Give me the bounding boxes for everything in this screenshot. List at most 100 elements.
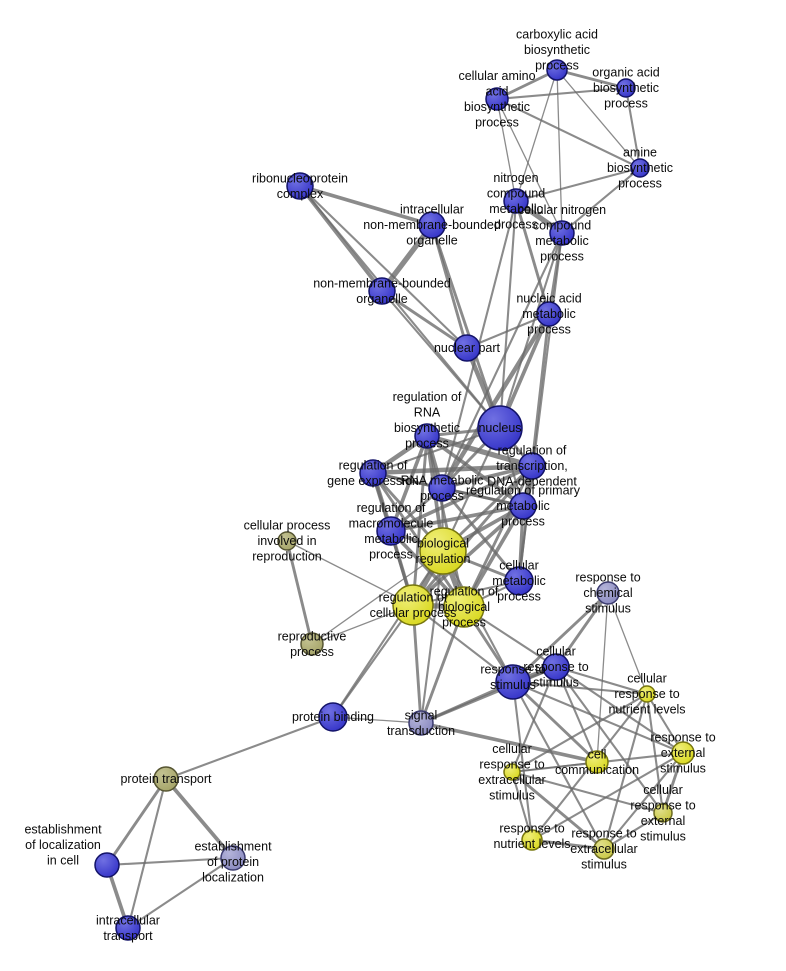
edge-cellular-response-to-extracellular-stimulus--cellular-response-to-external-stimulus <box>510 770 665 815</box>
node-regulation-of-gene-expression[interactable] <box>359 459 387 487</box>
node-regulation-of-biological-process[interactable] <box>443 586 485 628</box>
edge-regulation-of-rna-biosynthetic-process--regulation-of-cellular-process <box>411 434 429 607</box>
node-regulation-of-primary-metabolic-process[interactable] <box>509 492 537 520</box>
node-cellular-amino-acid-biosynthetic-process[interactable] <box>485 87 509 111</box>
edge-cellular-process-involved-in-reproduction--regulation-of-cellular-process <box>286 540 414 606</box>
edge-non-membrane-bounded-organelle--nuclear-part <box>380 289 469 350</box>
edge-regulation-of-transcription-dna-dependent--rna-metabolic-process <box>440 464 534 490</box>
node-nucleic-acid-metabolic-process[interactable] <box>536 301 562 327</box>
edge-cellular-response-to-nutrient-levels--response-to-extracellular-stimulus <box>602 692 649 851</box>
node-ribonucleoprotein-complex[interactable] <box>286 172 314 200</box>
edge-response-to-chemical-stimulus--cellular-response-to-nutrient-levels <box>607 592 648 695</box>
node-nitrogen-compound-metabolic-process[interactable] <box>503 188 529 214</box>
node-regulation-of-cellular-process[interactable] <box>392 584 434 626</box>
edge-protein-transport--intracellular-transport <box>126 777 168 930</box>
node-reproductive-process[interactable] <box>300 632 324 656</box>
edge-reproductive-process--biological-regulation <box>311 550 444 645</box>
node-rna-metabolic-process[interactable] <box>428 474 456 502</box>
edge-cellular-amino-acid-biosynthetic-process--nitrogen-compound-metabolic-process <box>496 98 517 202</box>
node-cellular-response-to-nutrient-levels[interactable] <box>638 685 656 703</box>
node-non-membrane-bounded-organelle[interactable] <box>368 277 396 305</box>
node-response-to-chemical-stimulus[interactable] <box>596 581 620 605</box>
node-regulation-of-rna-biosynthetic-process[interactable] <box>414 423 440 449</box>
label-protein-transport: protein transport <box>120 772 212 786</box>
nodes-layer <box>94 59 695 941</box>
edge-response-to-chemical-stimulus--response-to-stimulus <box>511 591 610 684</box>
label-nuclear-part: nuclear part <box>434 341 501 355</box>
edge-protein-binding--biological-regulation <box>331 549 445 719</box>
node-cellular-nitrogen-compound-metabolic-process[interactable] <box>549 220 575 246</box>
node-biological-regulation[interactable] <box>419 527 467 575</box>
node-response-to-extracellular-stimulus[interactable] <box>593 838 615 860</box>
edge-amine-biosynthetic-process--nitrogen-compound-metabolic-process <box>514 166 642 203</box>
node-carboxylic-acid-biosynthetic-process[interactable] <box>546 59 568 81</box>
edge-carboxylic-acid-biosynthetic-process--nitrogen-compound-metabolic-process <box>515 69 558 202</box>
node-nucleus[interactable] <box>477 405 523 451</box>
node-protein-binding[interactable] <box>318 702 348 732</box>
edge-response-to-stimulus--cell-communication <box>511 680 599 764</box>
label-nucleus: nucleus <box>478 421 521 435</box>
edge-regulation-of-transcription-dna-dependent--regulation-of-gene-expression <box>370 463 535 476</box>
edge-response-to-nutrient-levels--response-to-extracellular-stimulus <box>530 838 606 851</box>
node-intracellular-transport[interactable] <box>115 915 141 941</box>
node-response-to-stimulus[interactable] <box>495 664 531 700</box>
edge-establishment-of-localization-in-cell--establishment-of-protein-localization <box>105 856 235 867</box>
node-cellular-process-involved-in-reproduction[interactable] <box>277 531 297 551</box>
edge-protein-transport--establishment-of-protein-localization <box>164 777 235 860</box>
edge-regulation-of-primary-metabolic-process--regulation-of-macromolecule-metabolic-process <box>389 504 525 533</box>
node-establishment-of-protein-localization[interactable] <box>220 845 246 871</box>
node-cellular-metabolic-process[interactable] <box>504 566 534 596</box>
edge-protein-transport--establishment-of-localization-in-cell <box>105 777 168 867</box>
edge-cellular-response-to-stimulus--cell-communication <box>554 665 599 764</box>
edge-regulation-of-primary-metabolic-process--regulation-of-cellular-process <box>411 504 525 607</box>
edge-ribonucleoprotein-complex--nucleus <box>298 184 502 430</box>
edge-cellular-amino-acid-biosynthetic-process--cellular-nitrogen-compound-metabolic-process <box>496 98 563 234</box>
edge-cellular-response-to-stimulus--cellular-response-to-nutrient-levels <box>554 665 649 696</box>
edge-cellular-amino-acid-biosynthetic-process--amine-biosynthetic-process <box>495 97 642 170</box>
edge-carboxylic-acid-biosynthetic-process--amine-biosynthetic-process <box>556 69 641 169</box>
edge-regulation-of-rna-biosynthetic-process--regulation-of-macromolecule-metabolic-process <box>389 434 429 533</box>
edge-cellular-response-to-extracellular-stimulus--response-to-nutrient-levels <box>510 770 534 842</box>
edge-cellular-nitrogen-compound-metabolic-process--nucleus <box>498 231 564 430</box>
node-cellular-response-to-extracellular-stimulus[interactable] <box>503 763 521 781</box>
node-regulation-of-macromolecule-metabolic-process[interactable] <box>376 516 406 546</box>
edge-establishment-of-protein-localization--intracellular-transport <box>126 856 235 930</box>
node-organic-acid-biosynthetic-process[interactable] <box>616 78 636 98</box>
node-signal-transduction[interactable] <box>408 710 434 736</box>
edge-regulation-of-transcription-dna-dependent--regulation-of-biological-process <box>462 464 534 609</box>
node-cellular-response-to-stimulus[interactable] <box>542 653 570 681</box>
edge-nuclear-part--nucleic-acid-metabolic-process <box>465 312 551 350</box>
node-amine-biosynthetic-process[interactable] <box>630 158 650 178</box>
node-cellular-response-to-external-stimulus[interactable] <box>653 803 673 823</box>
node-establishment-of-localization-in-cell[interactable] <box>94 852 120 878</box>
edge-response-to-stimulus--regulation-of-cellular-process <box>411 603 515 684</box>
edge-intracellular-non-membrane-bounded-organelle--non-membrane-bounded-organelle <box>379 222 435 294</box>
node-protein-transport[interactable] <box>153 766 179 792</box>
node-response-to-nutrient-levels[interactable] <box>521 829 543 851</box>
node-cell-communication[interactable] <box>585 750 609 774</box>
node-intracellular-non-membrane-bounded-organelle[interactable] <box>418 211 446 239</box>
node-nuclear-part[interactable] <box>453 334 481 362</box>
node-regulation-of-transcription-dna-dependent[interactable] <box>518 452 546 480</box>
edge-response-to-stimulus--response-to-external-stimulus <box>511 680 685 755</box>
node-response-to-external-stimulus[interactable] <box>671 741 695 765</box>
